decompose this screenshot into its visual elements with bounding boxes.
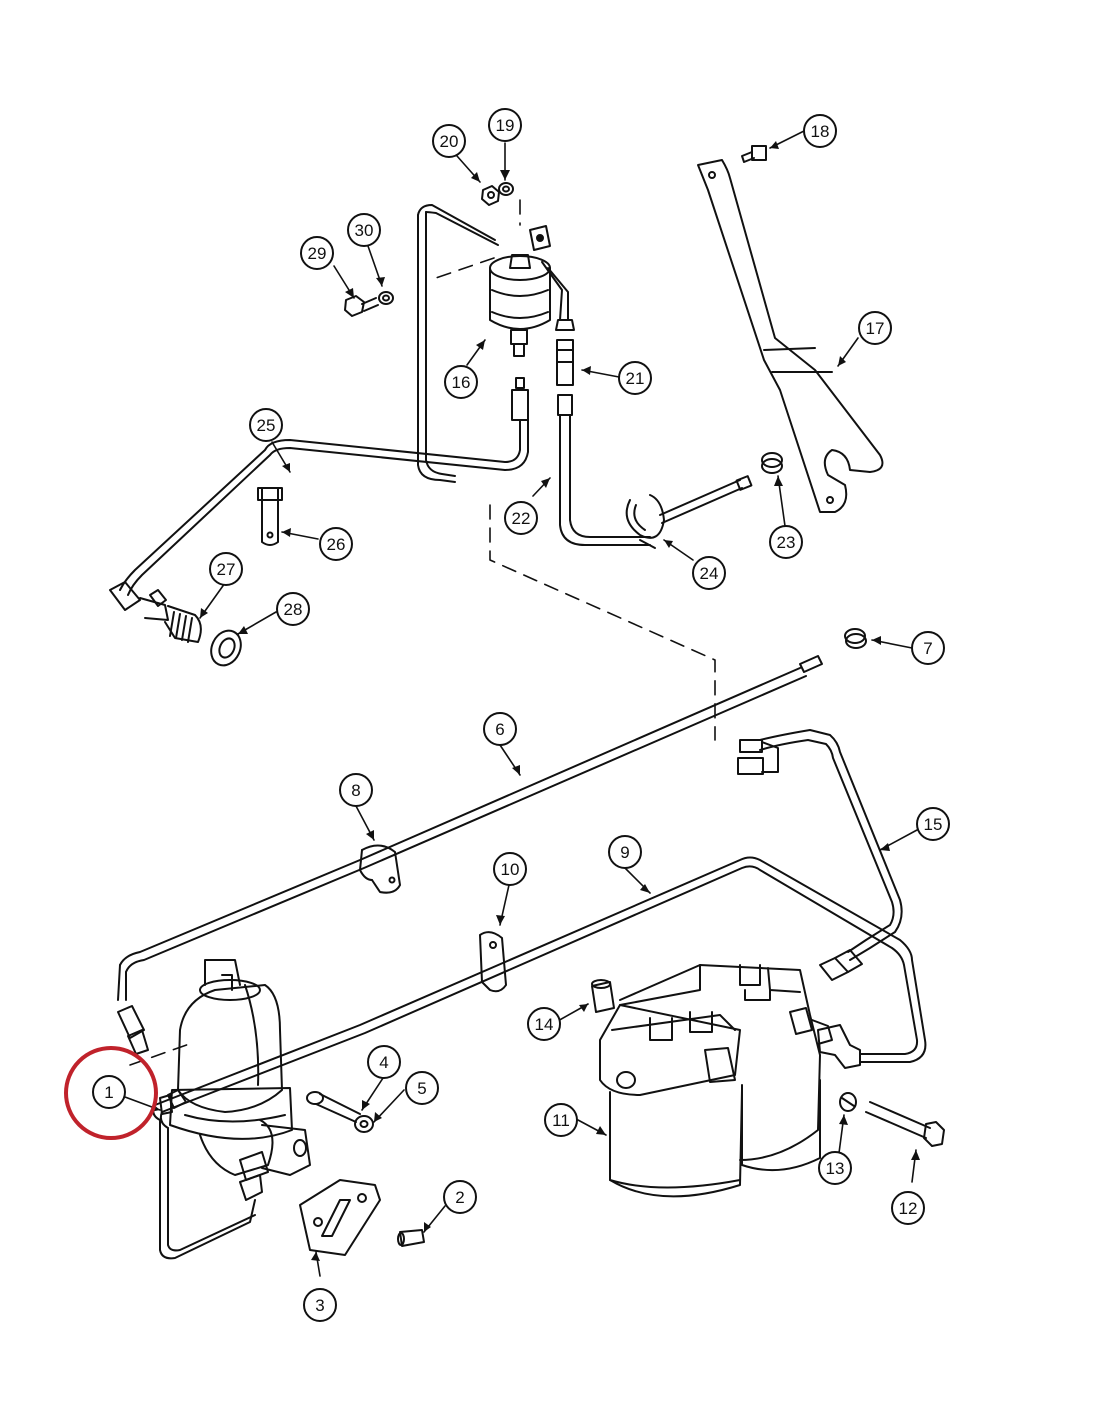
callout-14[interactable]: 14 [527,1007,561,1041]
connector-fitting [512,320,574,420]
callout-8[interactable]: 8 [339,773,373,807]
callout-30[interactable]: 30 [347,213,381,247]
callout-29[interactable]: 29 [300,236,334,270]
callout-18[interactable]: 18 [803,114,837,148]
fuel-line-lower-segment [558,395,650,545]
sealing-washer [206,626,247,670]
long-rod [118,656,822,1000]
pump-bolt [307,1092,360,1122]
elbow-fitting [738,740,778,774]
callout-9[interactable]: 9 [608,835,642,869]
pump-washer [355,1116,373,1132]
retaining-clip [845,629,866,648]
svg-text:26: 26 [327,535,346,554]
callout-7[interactable]: 7 [911,631,945,665]
callout-26[interactable]: 26 [319,527,353,561]
mounting-bracket [698,160,882,512]
svg-text:12: 12 [899,1199,918,1218]
callout-24[interactable]: 24 [692,556,726,590]
callout-19[interactable]: 19 [488,108,522,142]
pump-gasket [300,1180,380,1255]
callout-17[interactable]: 17 [858,311,892,345]
callout-15[interactable]: 15 [916,807,950,841]
spring-clip [762,453,782,473]
callout-27[interactable]: 27 [209,552,243,586]
inline-fuel-filter [490,226,568,356]
washer [379,292,393,304]
hex-nut [482,186,499,205]
svg-text:30: 30 [355,221,374,240]
callout-11[interactable]: 11 [544,1103,578,1137]
callout-16[interactable]: 16 [444,365,478,399]
svg-text:14: 14 [535,1015,554,1034]
svg-text:18: 18 [811,122,830,141]
svg-text:2: 2 [455,1188,464,1207]
dowel-pin [398,1230,424,1246]
callout-10[interactable]: 10 [493,852,527,886]
svg-text:8: 8 [351,781,360,800]
svg-text:9: 9 [620,843,629,862]
svg-text:22: 22 [512,509,531,528]
callout-3[interactable]: 3 [303,1288,337,1322]
mounting-bolt [866,1102,944,1146]
svg-text:24: 24 [700,564,719,583]
hex-bolt [345,296,378,316]
svg-text:19: 19 [496,116,515,135]
svg-text:15: 15 [924,815,943,834]
svg-text:29: 29 [308,244,327,263]
svg-text:25: 25 [257,416,276,435]
callout-13[interactable]: 13 [818,1151,852,1185]
svg-text:4: 4 [379,1053,388,1072]
lock-washer [499,183,513,195]
callout-22[interactable]: 22 [504,501,538,535]
callout-28[interactable]: 28 [276,592,310,626]
callout-20[interactable]: 20 [432,124,466,158]
mounting-washer [840,1093,856,1111]
callout-25[interactable]: 25 [249,408,283,442]
rod-clamp [360,845,400,892]
svg-text:5: 5 [417,1079,426,1098]
fuel-filter-assembly [600,965,832,1196]
callout-4[interactable]: 4 [367,1045,401,1079]
fuel-line-upper [120,205,528,595]
svg-text:28: 28 [284,600,303,619]
svg-text:1: 1 [104,1083,113,1102]
callouts: 1 2 3 4 5 6 7 8 9 10 11 12 13 14 15 16 1… [92,108,950,1322]
cap-screw [742,146,766,162]
svg-text:21: 21 [626,369,645,388]
callout-23[interactable]: 23 [769,525,803,559]
banjo-fitting [110,582,201,642]
svg-text:23: 23 [777,533,796,552]
line-bracket [258,488,282,545]
fuel-lift-pump [118,960,310,1200]
svg-text:10: 10 [501,860,520,879]
pipe-clamp [627,476,752,548]
svg-text:27: 27 [217,560,236,579]
union-fitting [818,950,862,1068]
spacer-bushing [592,980,614,1012]
callout-5[interactable]: 5 [405,1071,439,1105]
tube-bracket [480,932,506,991]
svg-text:16: 16 [452,373,471,392]
svg-text:11: 11 [552,1111,570,1130]
svg-text:7: 7 [923,639,932,658]
svg-text:20: 20 [440,132,459,151]
fuel-line-15 [760,730,902,960]
svg-text:13: 13 [826,1159,845,1178]
svg-text:17: 17 [866,319,885,338]
callout-6[interactable]: 6 [483,712,517,746]
svg-text:6: 6 [495,720,504,739]
callout-2[interactable]: 2 [443,1180,477,1214]
highlight-circle [64,1046,158,1140]
callout-12[interactable]: 12 [891,1191,925,1225]
svg-text:3: 3 [315,1296,324,1315]
callout-1[interactable]: 1 [92,1075,126,1109]
callout-21[interactable]: 21 [618,361,652,395]
